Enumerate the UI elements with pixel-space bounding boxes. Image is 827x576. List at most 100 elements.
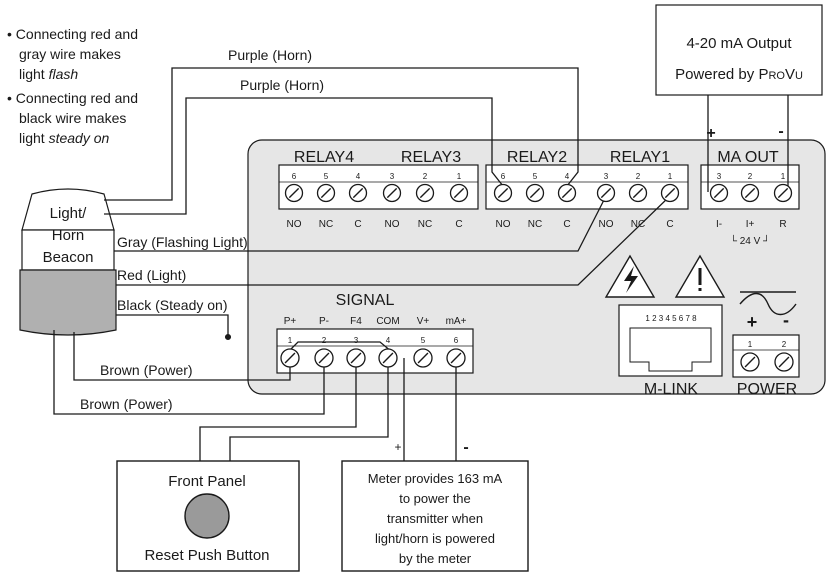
ma-out-24v: └ 24 V ┘ [730, 234, 770, 247]
relay-terminal-label: NO [287, 219, 302, 230]
relay-terminal-screw [493, 183, 513, 203]
relay-terminal-number: 3 [390, 172, 395, 181]
relay3-title: RELAY3 [401, 149, 461, 166]
relay-terminal-number: 1 [457, 172, 462, 181]
wire-purple-horn-2 [104, 97, 504, 215]
label-black-steady: Black (Steady on) [117, 297, 228, 313]
beacon-label-2: Horn [52, 227, 85, 244]
ma-out-minus: - [778, 123, 783, 140]
relay-terminal-screw [284, 183, 304, 203]
output-box [655, 4, 823, 96]
relay2-title: RELAY2 [507, 149, 567, 166]
relay-terminal-number: 3 [604, 172, 609, 181]
meter-note-line-3: transmitter when [387, 511, 483, 526]
wire-signal-jumper [289, 341, 393, 353]
relay-terminal-label: C [354, 219, 361, 230]
power-minus: - [783, 310, 789, 330]
wire-meter-note [403, 358, 457, 461]
power-plus: + [747, 312, 758, 332]
wire-gray-flashing [114, 195, 607, 252]
relay-terminal-screw [348, 183, 368, 203]
wire-black-steady [116, 314, 232, 341]
relay-terminal-screw [557, 183, 577, 203]
meter-note-line-5: by the meter [399, 551, 472, 566]
wire-output [707, 95, 789, 192]
wire-red-light [116, 195, 671, 286]
electrical-hazard-icon [604, 254, 656, 298]
front-panel-title: Front Panel [168, 473, 246, 490]
meter-note-text: Meter provides 163 mA to power the trans… [368, 471, 503, 566]
relay-terminal-number: 2 [636, 172, 641, 181]
relay-terminal-label: NC [319, 219, 333, 230]
relay-terminal-screw [449, 183, 469, 203]
signal-terminal-screw [346, 348, 366, 368]
relay-terminal-number: 4 [356, 172, 361, 181]
signal-terminal-label: V+ [417, 316, 430, 327]
signal-title: SIGNAL [336, 292, 395, 309]
notes-block: • Connecting red and gray wire makes lig… [7, 26, 138, 146]
meter-note-line-2: to power the [399, 491, 471, 506]
ma-out-terminal-number: 1 [781, 172, 786, 181]
beacon-label-3: Beacon [43, 249, 94, 266]
ac-power-symbol-icon [739, 291, 797, 316]
output-box-line-2: Powered by PROVU [675, 66, 803, 83]
ma-out-terminal-label: I+ [746, 219, 755, 230]
wire-purple-horn-1 [104, 67, 579, 201]
label-brown-power-1: Brown (Power) [100, 362, 193, 378]
relay-terminal-label: NC [528, 219, 542, 230]
relay-terminal-label: NO [599, 219, 614, 230]
relay-terminal-label: C [666, 219, 673, 230]
label-red-light: Red (Light) [117, 267, 186, 283]
relay-terminal-label: NC [631, 219, 645, 230]
relay-terminal-screw [628, 183, 648, 203]
mlink-port [618, 304, 723, 377]
relay-terminal-screw [660, 183, 680, 203]
beacon-icon [19, 188, 117, 336]
signal-terminal-number: 1 [288, 336, 293, 345]
front-panel-caption: Reset Push Button [144, 547, 269, 564]
note-line-4: • Connecting red and [7, 90, 138, 106]
note-line-6: light steady on [19, 130, 110, 146]
relay-terminal-screw [382, 183, 402, 203]
signal-terminal-screw [280, 348, 300, 368]
power-terminal-screw [774, 352, 794, 372]
signal-terminal-label: mA+ [446, 316, 467, 327]
relay-terminal-label: NO [496, 219, 511, 230]
signal-terminal-screw [314, 348, 334, 368]
signal-terminal-label: P- [319, 316, 329, 327]
relay1-title: RELAY1 [610, 149, 670, 166]
mlink-pins: 1 2 3 4 5 6 7 8 [645, 314, 697, 323]
relay-terminal-label: NO [385, 219, 400, 230]
meter-note-line-4: light/horn is powered [375, 531, 495, 546]
relay-terminal-screw [415, 183, 435, 203]
label-brown-power-2: Brown (Power) [80, 396, 173, 412]
ma-out-title: MA OUT [717, 149, 779, 166]
relay-terminal-number: 5 [324, 172, 329, 181]
relay-terminal-screw [525, 183, 545, 203]
signal-terminal-number: 3 [354, 336, 359, 345]
signal-terminal-number: 2 [322, 336, 327, 345]
note-line-5: black wire makes [19, 110, 126, 126]
signal-terminal-screw [378, 348, 398, 368]
signal-terminal-block [276, 328, 474, 374]
note-line-3: light flash [19, 66, 78, 82]
signal-terminal-label: COM [376, 316, 399, 327]
terminal-screws [280, 183, 794, 372]
power-label: POWER [737, 381, 797, 398]
relay-terminal-screw [316, 183, 336, 203]
signal-terminal-number: 6 [454, 336, 459, 345]
signal-plus: + [394, 440, 401, 454]
signal-terminal-label: F4 [350, 316, 362, 327]
relay-terminal-block-right [485, 164, 689, 210]
relay-terminal-label: NC [418, 219, 432, 230]
signal-terminal-number: 4 [386, 336, 391, 345]
signal-terminal-screw [446, 348, 466, 368]
power-terminal-screw [740, 352, 760, 372]
ma-out-terminal-label: R [779, 219, 786, 230]
meter-note-line-1: Meter provides 163 mA [368, 471, 503, 486]
ma-out-terminal-number: 2 [748, 172, 753, 181]
signal-terminal-label: P+ [284, 316, 297, 327]
output-box-line-1: 4-20 mA Output [686, 35, 792, 52]
note-line-2: gray wire makes [19, 46, 121, 62]
meter-note-box [341, 460, 529, 572]
